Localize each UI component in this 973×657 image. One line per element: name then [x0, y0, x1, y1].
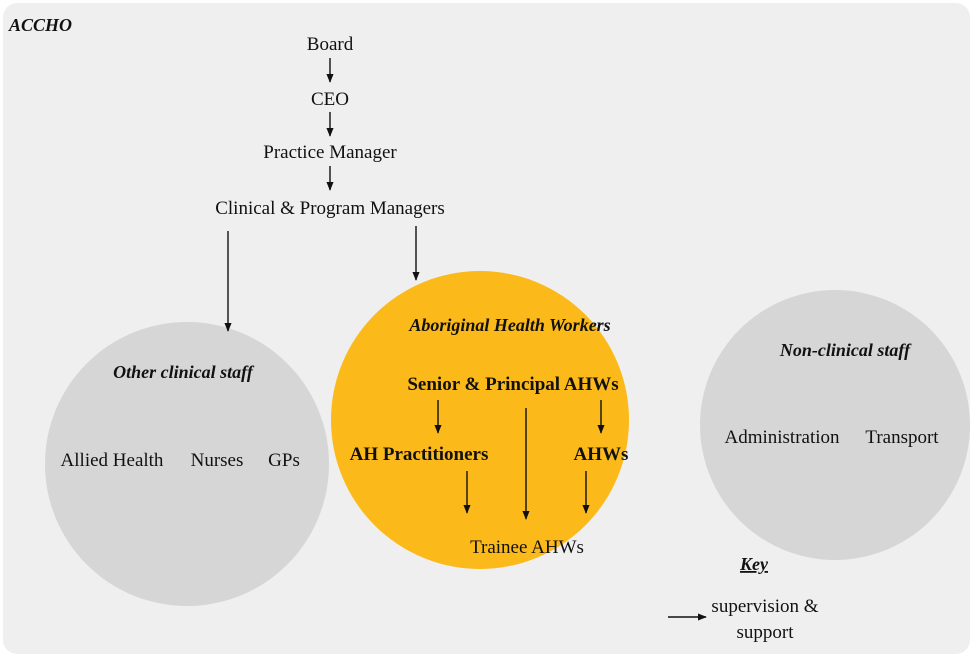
key-line-2: support	[737, 622, 795, 643]
ahws-label: AHWs	[574, 444, 629, 465]
transport-label: Transport	[865, 427, 939, 448]
ahw-circle	[331, 271, 629, 569]
allied-health-label: Allied Health	[61, 450, 164, 471]
senior-principal-ahws-label: Senior & Principal AHWs	[407, 374, 618, 395]
practice-manager-label: Practice Manager	[263, 142, 397, 163]
org-chart-diagram: ACCHO Board CEO Practice Manager Clinica…	[8, 15, 970, 643]
trainee-ahws-label: Trainee AHWs	[470, 537, 584, 558]
ceo-label: CEO	[311, 89, 349, 110]
key-heading: Key	[739, 554, 769, 574]
non-clinical-heading: Non-clinical staff	[779, 340, 912, 360]
nurses-label: Nurses	[191, 450, 244, 471]
key-line-1: supervision &	[711, 596, 818, 617]
board-label: Board	[307, 34, 354, 55]
ah-practitioners-label: AH Practitioners	[350, 444, 489, 465]
gps-label: GPs	[268, 450, 300, 471]
non-clinical-circle	[700, 290, 970, 560]
clinical-program-managers-label: Clinical & Program Managers	[215, 198, 445, 219]
other-clinical-heading: Other clinical staff	[113, 362, 255, 382]
diagram-background: ACCHO Board CEO Practice Manager Clinica…	[3, 3, 970, 654]
other-clinical-circle	[45, 322, 329, 606]
accho-title: ACCHO	[8, 15, 72, 35]
administration-label: Administration	[724, 427, 840, 448]
ahw-heading: Aboriginal Health Workers	[408, 315, 610, 335]
